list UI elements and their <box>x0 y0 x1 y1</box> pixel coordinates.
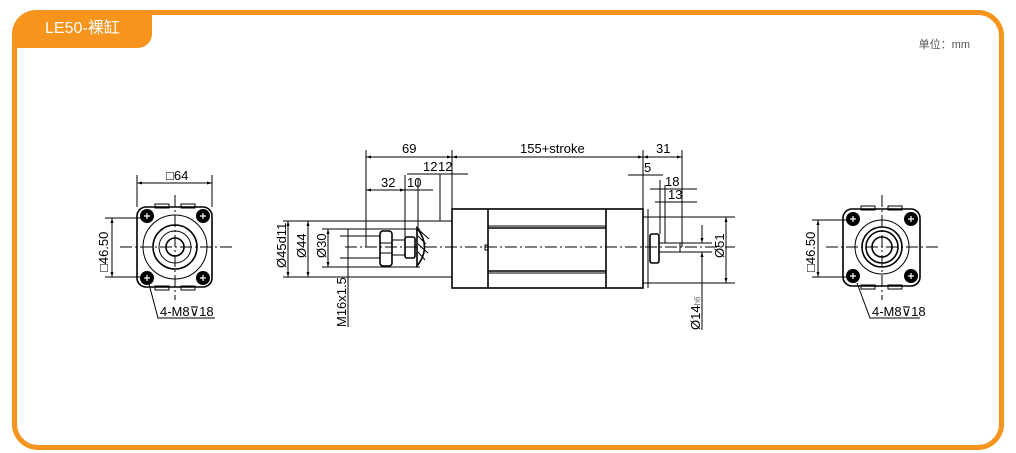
dim-31: 31 <box>656 141 670 156</box>
product-card <box>12 10 1004 450</box>
dia-14-dim: Ø14h6 <box>688 296 703 330</box>
dim-body-length: 155+stroke <box>520 141 585 156</box>
thread-dim: M16x1.5 <box>334 277 349 327</box>
dia-30-dim: Ø30 <box>314 233 329 258</box>
side-view: 69 155+stroke 31 12 12 32 10 5 18 13 Ø45… <box>274 141 735 330</box>
front-width-dim: □64 <box>166 168 188 183</box>
dim-69: 69 <box>402 141 416 156</box>
product-title: LE50-裸缸 <box>45 20 120 37</box>
dia-14-value: Ø14 <box>688 305 703 330</box>
front-holes-callout: 4-M8⊽18 <box>160 304 214 319</box>
dim-32: 32 <box>381 175 395 190</box>
rear-holes-callout: 4-M8⊽18 <box>872 304 926 319</box>
unit-label: 单位：mm <box>918 39 970 51</box>
dim-5: 5 <box>644 160 651 175</box>
front-end-view: □64 □46.50 4-M8⊽18 <box>96 168 235 319</box>
dim-12b: 12 <box>438 159 452 174</box>
dim-18: 18 <box>665 174 679 189</box>
rear-end-view: □46.50 4-M8⊽18 <box>803 195 938 319</box>
dim-13: 13 <box>668 187 682 202</box>
front-bolt-pitch-dim: □46.50 <box>96 232 111 272</box>
dim-10: 10 <box>407 175 421 190</box>
dia-45-dim: Ø45d11 <box>274 223 289 268</box>
product-title-tab: LE50-裸缸 <box>12 10 152 48</box>
dim-12a: 12 <box>423 159 437 174</box>
dia-14-tolerance: h6 <box>693 296 702 305</box>
rear-bolt-pitch-dim: □46.50 <box>803 232 818 272</box>
dia-51-dim: Ø51 <box>712 233 727 258</box>
dia-44-dim: Ø44 <box>294 233 309 258</box>
